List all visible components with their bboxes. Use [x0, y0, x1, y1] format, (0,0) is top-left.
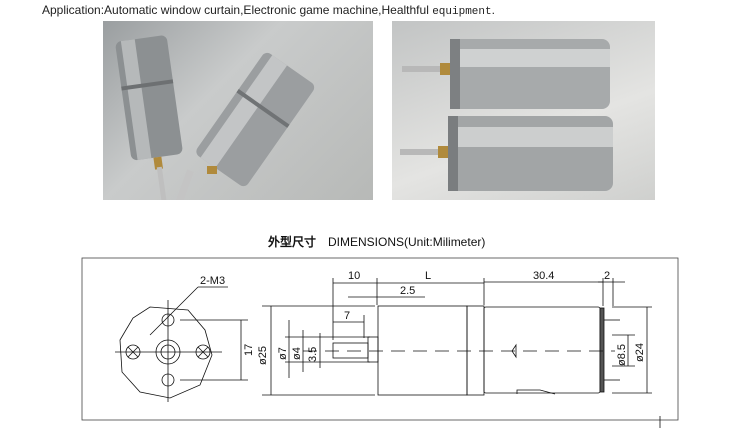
application-prefix: Application:Automatic window curtain,Ele…	[42, 3, 433, 17]
dimensions-title-en: DIMENSIONS(Unit:Milimeter)	[328, 235, 486, 249]
flat-label: 3.5	[307, 347, 319, 362]
two-motors-standing-photo	[103, 21, 373, 200]
two-motors-lying-photo	[392, 21, 655, 200]
d7-label: ø7	[277, 347, 289, 360]
application-suffix: equipment	[432, 6, 492, 18]
cap-label: 2	[604, 270, 610, 282]
shaft-length-label: 10	[348, 270, 360, 282]
d24-label: ø24	[634, 343, 646, 362]
gear-offset-label: 2.5	[400, 285, 415, 297]
body-diameter-label: ø25	[257, 346, 269, 365]
dimensions-title: 外型尺寸 DIMENSIONS(Unit:Milimeter)	[268, 233, 485, 250]
shaft-7-label: 7	[344, 310, 350, 322]
hole-label: 2-M3	[200, 275, 225, 287]
dimensions-title-cn: 外型尺寸	[268, 235, 317, 249]
application-end: .	[491, 3, 495, 17]
L-label: L	[425, 270, 431, 282]
d4-label: ø4	[291, 347, 303, 360]
hole-spacing-label: 17	[243, 344, 255, 356]
application-text: Application:Automatic window curtain,Ele…	[42, 3, 495, 18]
motor-length-label: 30.4	[533, 270, 554, 282]
d85-label: ø8.5	[616, 344, 628, 366]
